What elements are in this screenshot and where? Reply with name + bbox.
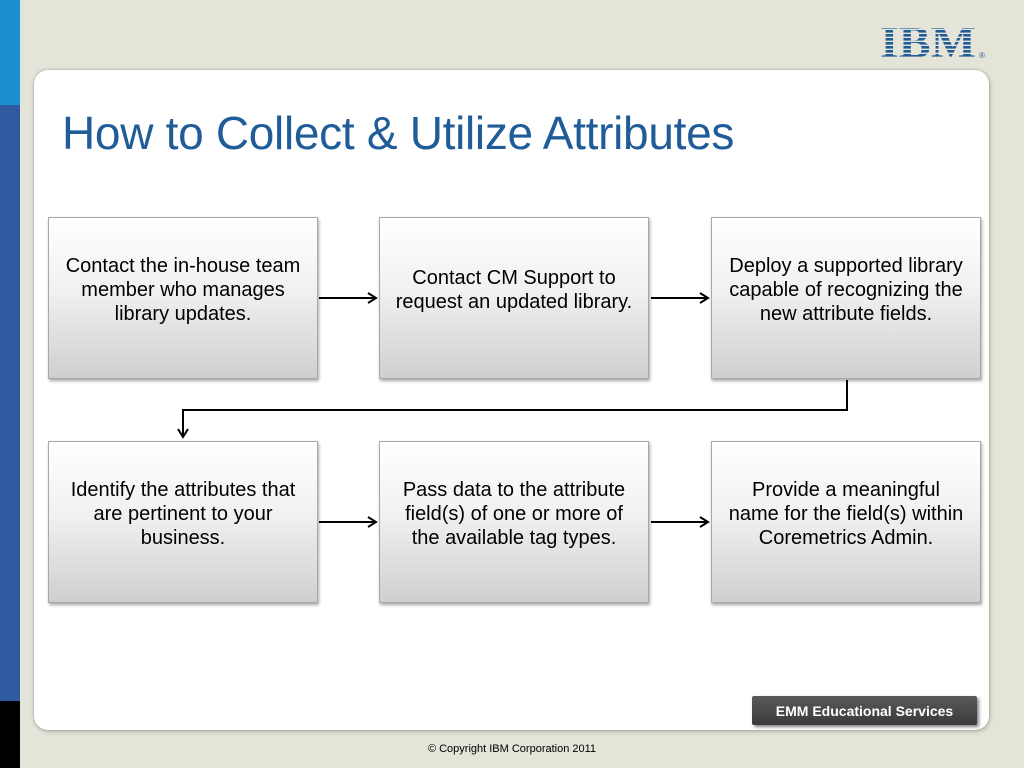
step-box-2: Contact CM Support to request an updated… — [379, 217, 649, 379]
step-text-3: Deploy a supported library capable of re… — [729, 255, 963, 325]
step-text-5: Pass data to the attribute field(s) of o… — [402, 479, 626, 549]
registered-mark-icon: ® — [979, 51, 985, 60]
sidebar-accent-dark — [0, 105, 20, 701]
step-box-1: Contact the in-house team member who man… — [48, 217, 318, 379]
step-box-4: Identify the attributes that are pertine… — [48, 441, 318, 603]
step-text-1: Contact the in-house team member who man… — [65, 255, 301, 325]
sidebar-accent-light — [0, 0, 20, 105]
step-text-2: Contact CM Support to request an updated… — [395, 267, 633, 313]
logo-text: IBM — [880, 22, 976, 62]
step-text-6: Provide a meaningful name for the field(… — [728, 479, 964, 549]
slide-title: How to Collect & Utilize Attributes — [62, 107, 735, 159]
copyright-footer: © Copyright IBM Corporation 2011 — [427, 743, 597, 755]
step-box-6: Provide a meaningful name for the field(… — [711, 441, 981, 603]
step-box-3: Deploy a supported library capable of re… — [711, 217, 981, 379]
step-text-4: Identify the attributes that are pertine… — [70, 479, 296, 549]
content-panel — [34, 70, 989, 730]
ibm-logo: IBM ® — [880, 22, 985, 62]
step-box-5: Pass data to the attribute field(s) of o… — [379, 441, 649, 603]
sidebar-accent-black — [0, 701, 20, 768]
emm-educational-services-badge: EMM Educational Services — [752, 696, 977, 725]
